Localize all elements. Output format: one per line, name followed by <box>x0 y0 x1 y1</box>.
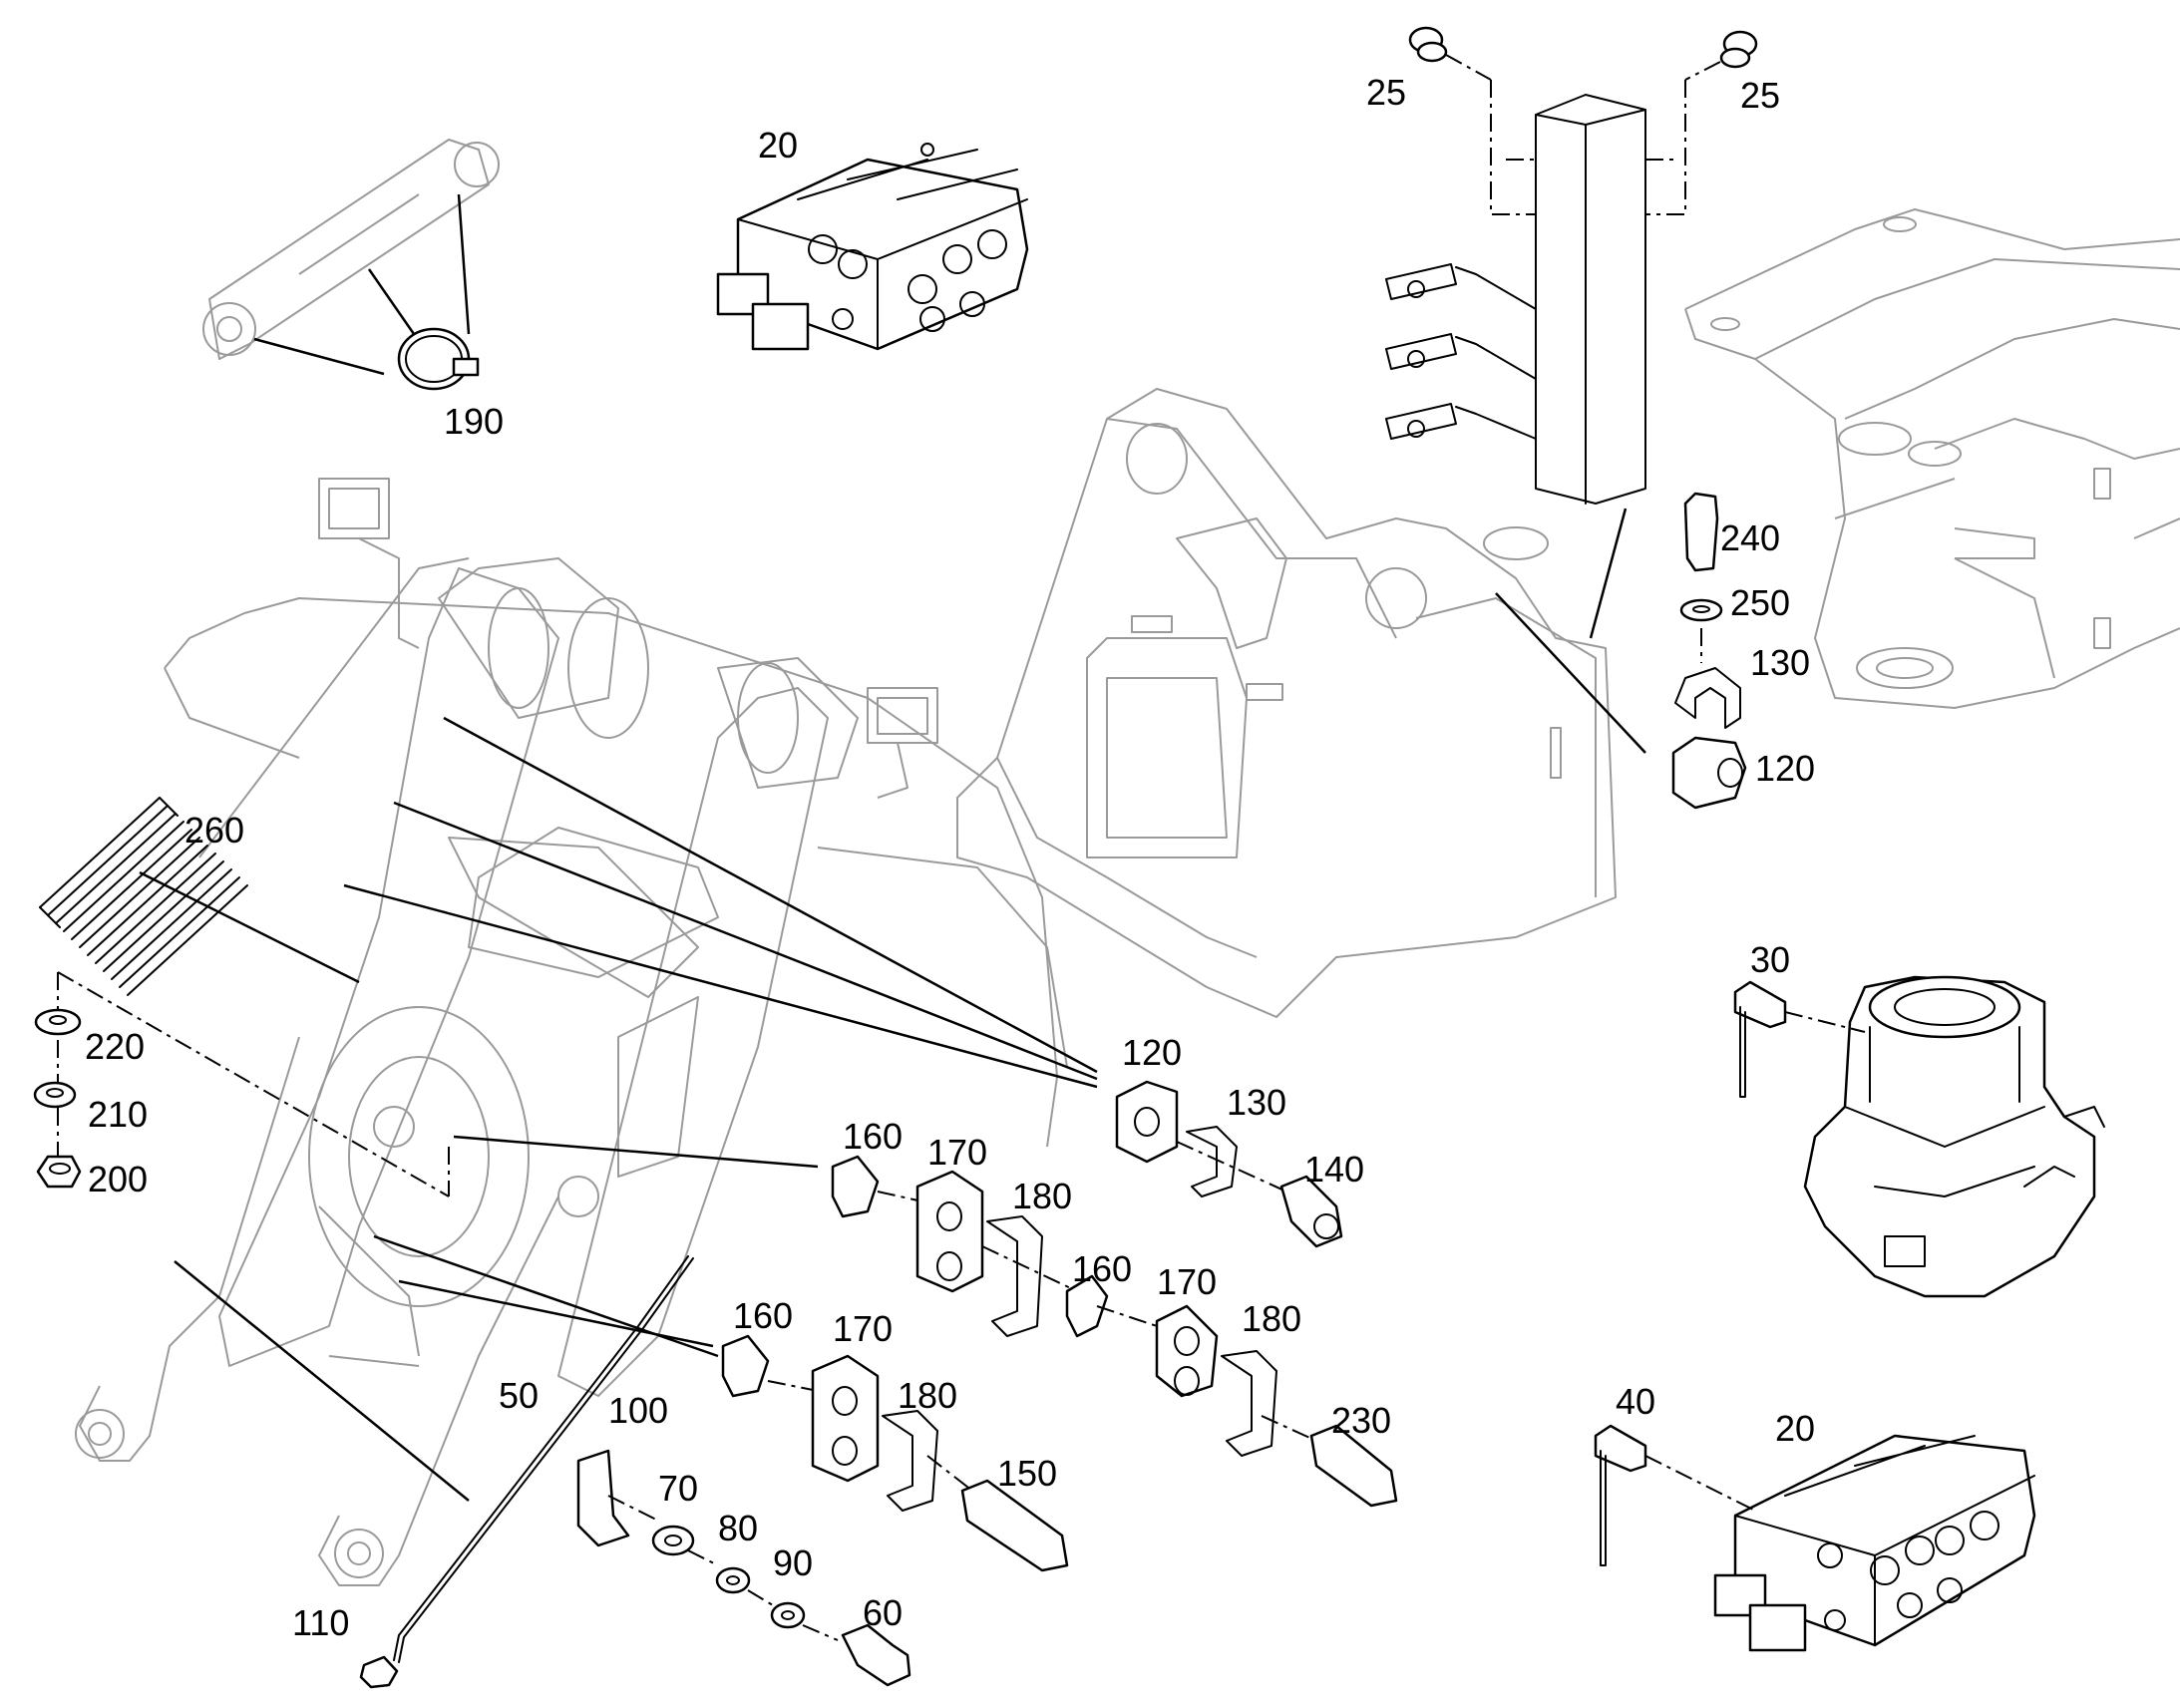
callout-90: 90 <box>773 1542 813 1583</box>
callout-170-right: 170 <box>1157 1261 1217 1302</box>
callout-180-lower: 180 <box>898 1375 957 1416</box>
clamp-group-center <box>1115 1080 1343 1248</box>
callout-120-center: 120 <box>1122 1032 1182 1073</box>
front-frame <box>956 388 1617 1018</box>
callout-labels: 20 190 25 25 240 250 130 120 260 220 210… <box>85 72 1815 1643</box>
callout-170-upper: 170 <box>927 1132 987 1173</box>
callout-100: 100 <box>608 1390 668 1431</box>
callout-50: 50 <box>499 1375 539 1416</box>
callout-220: 220 <box>85 1026 145 1067</box>
callout-20-bottom: 20 <box>1775 1408 1815 1449</box>
callout-260: 260 <box>184 810 244 851</box>
callout-180-right: 180 <box>1242 1298 1301 1339</box>
lube-line-and-bracket <box>359 1255 911 1689</box>
callout-25-left: 25 <box>1366 72 1406 113</box>
callout-150: 150 <box>997 1453 1057 1494</box>
callout-130-center: 130 <box>1227 1082 1286 1123</box>
lube-pump <box>1733 975 2105 1298</box>
callout-20-top: 20 <box>758 125 798 166</box>
distributor-valve-bottom <box>1594 1424 2036 1652</box>
plug-25-left <box>1408 26 1492 81</box>
clamp-group-lower <box>721 1334 1069 1572</box>
distributor-valve-top <box>716 143 1029 351</box>
callout-200: 200 <box>88 1159 148 1199</box>
callout-160-upper: 160 <box>843 1116 903 1157</box>
callout-25-right: 25 <box>1740 75 1780 116</box>
callout-190: 190 <box>444 401 504 442</box>
clamp-group-upper <box>831 1155 1158 1338</box>
bolt-clamp-right-stack <box>1671 492 1747 810</box>
clamp-group-right <box>1155 1304 1398 1508</box>
link-rod-with-clamp <box>202 139 500 391</box>
washer-nut-stack-left <box>33 971 450 1197</box>
leader-lines <box>174 592 1646 1502</box>
callout-130-right: 130 <box>1750 642 1810 683</box>
callout-30: 30 <box>1750 939 1790 980</box>
spring <box>39 797 360 996</box>
callout-110: 110 <box>292 1602 349 1643</box>
callout-60: 60 <box>863 1592 903 1633</box>
callout-40: 40 <box>1616 1381 1655 1422</box>
callout-70: 70 <box>658 1468 698 1509</box>
callout-140: 140 <box>1304 1149 1364 1190</box>
callout-180-upper: 180 <box>1012 1176 1072 1216</box>
callout-120-right: 120 <box>1755 748 1815 789</box>
rear-frame <box>1684 208 2180 709</box>
callout-160-lower: 160 <box>733 1295 793 1336</box>
hose-block <box>1385 80 1686 639</box>
plug-25-right <box>1684 30 1758 81</box>
callout-170-lower: 170 <box>833 1308 893 1349</box>
callout-80: 80 <box>718 1508 758 1548</box>
callout-250: 250 <box>1730 582 1790 623</box>
callout-240: 240 <box>1720 517 1780 558</box>
callout-210: 210 <box>88 1094 148 1135</box>
loader-arm-assembly <box>75 478 1068 1586</box>
callout-230: 230 <box>1331 1400 1391 1441</box>
callout-160-right: 160 <box>1072 1248 1132 1289</box>
